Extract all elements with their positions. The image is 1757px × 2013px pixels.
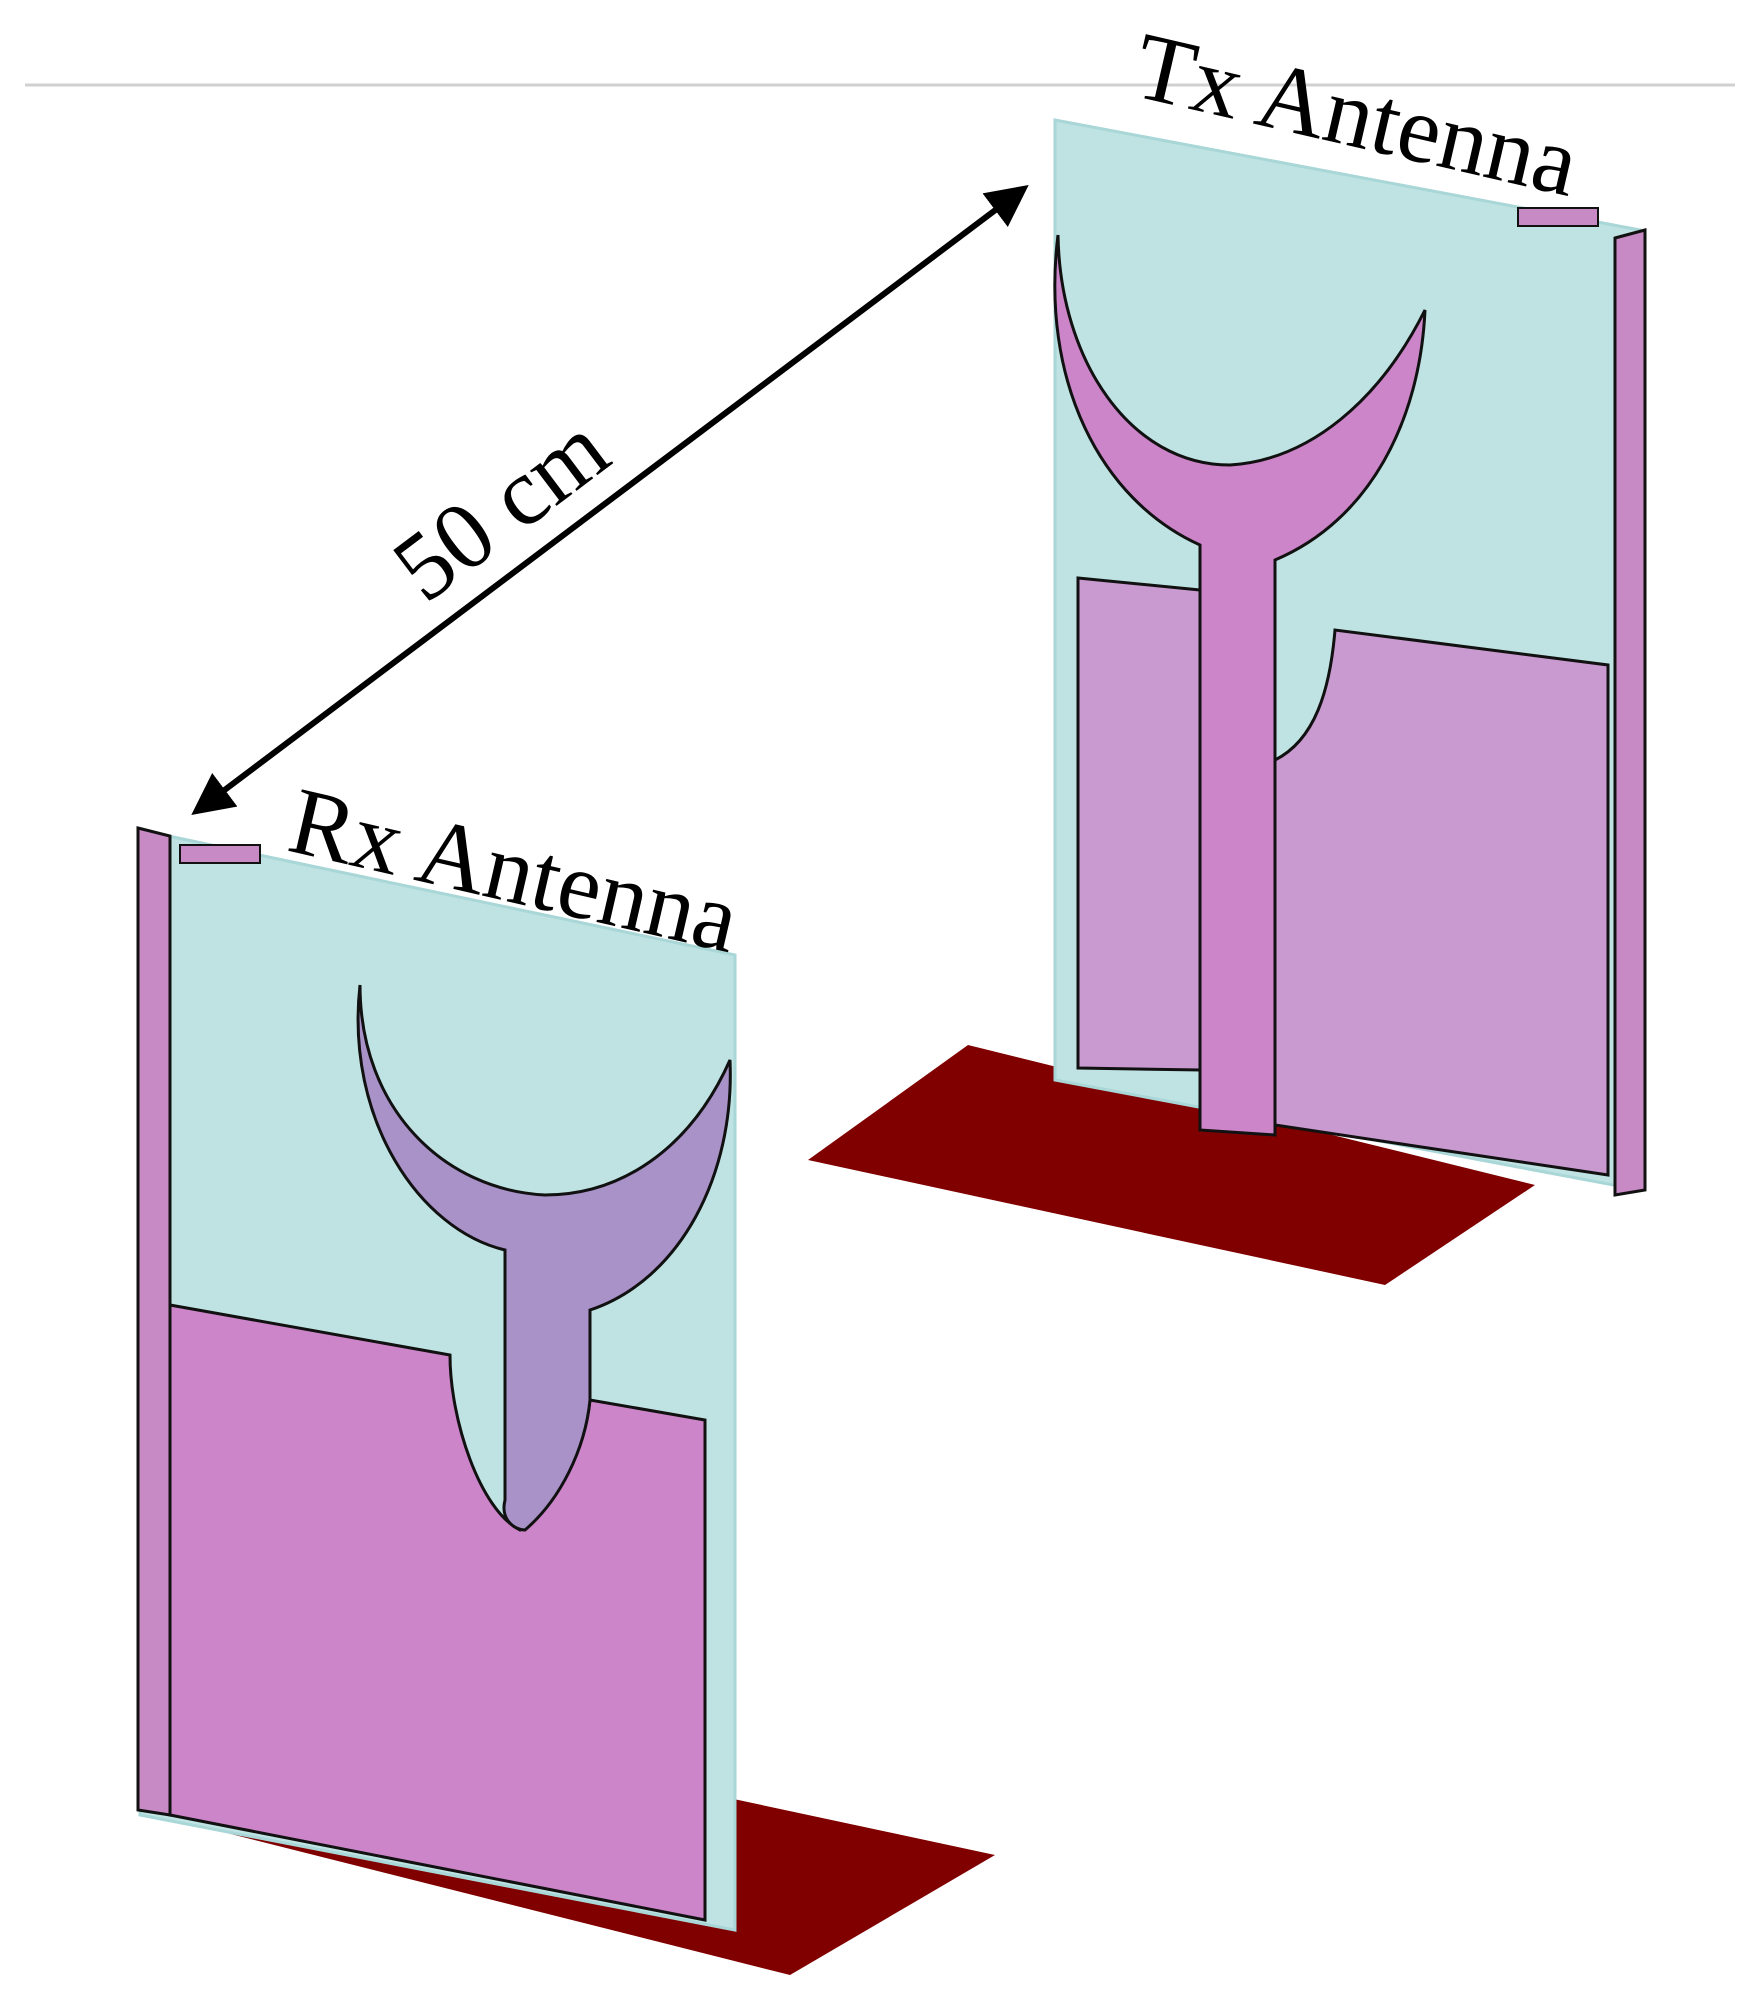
- tx-substrate-side: [1613, 228, 1647, 1197]
- distance-arrow: [191, 184, 1029, 816]
- tx-antenna: [808, 118, 1647, 1285]
- rx-radiating-patch: [356, 984, 732, 1532]
- rx-substrate-side: [136, 826, 172, 1817]
- rx-connector: [179, 844, 261, 864]
- tx-connector: [1517, 207, 1599, 227]
- tx-radiating-patch: [1053, 234, 1427, 1137]
- distance-label: 50 cm: [373, 394, 627, 622]
- rx-antenna: [136, 826, 995, 1975]
- tx-ground-plane: [808, 1045, 1535, 1285]
